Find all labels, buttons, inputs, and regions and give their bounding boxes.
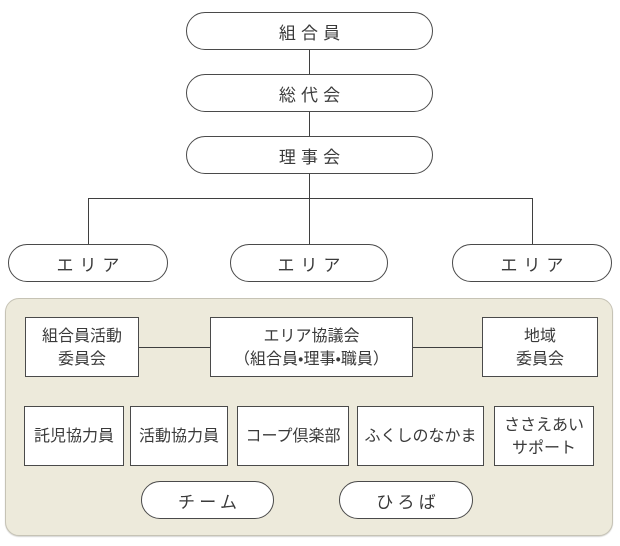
- node-label-line: 組合員活動: [41, 325, 122, 345]
- connector-vertical: [88, 198, 89, 244]
- connector-horizontal: [88, 198, 533, 199]
- node-area-2: エリア: [230, 244, 388, 282]
- node-label-line: 託児協力員: [33, 426, 114, 446]
- node-label-line: 活動協力員: [138, 426, 219, 446]
- node-union-members: 組合員: [186, 12, 433, 50]
- node-area-1: エリア: [8, 244, 168, 282]
- node-label: エリア: [277, 255, 347, 276]
- node-hiroba: ひろば: [339, 481, 473, 519]
- node-label-line: エリア協議会: [263, 325, 360, 345]
- node-regional-committee: 地域 委員会: [482, 317, 598, 377]
- node-label-line: コープ倶楽部: [245, 426, 341, 446]
- node-childcare-helpers: 託児協力員: [24, 406, 124, 466]
- node-label-line: 委員会: [515, 349, 564, 368]
- node-label: チーム: [178, 492, 242, 513]
- node-board-of-directors: 理事会: [186, 136, 433, 174]
- node-label: ひろば: [376, 492, 440, 513]
- node-label-line: サポート: [511, 438, 576, 457]
- node-activity-helpers: 活動協力員: [130, 406, 228, 466]
- node-member-activity-committee: 組合員活動 委員会: [25, 317, 139, 377]
- node-label-line: ささえあい: [503, 414, 584, 434]
- node-label-line: 委員会: [57, 349, 106, 368]
- node-label: エリア: [500, 255, 570, 276]
- node-sasaeai-support: ささえあい サポート: [494, 406, 594, 466]
- area-organization-panel: 組合員活動 委員会 エリア協議会 （組合員・理事・職員） 地域 委員会 託児協力…: [5, 298, 613, 536]
- node-team: チーム: [141, 481, 274, 519]
- node-general-assembly: 総代会: [186, 74, 433, 112]
- node-label: 組合員: [278, 23, 346, 44]
- connector-vertical: [532, 198, 533, 244]
- node-label-line: （組合員・理事・職員）: [234, 349, 389, 368]
- node-area-3: エリア: [452, 244, 612, 282]
- node-area-council: エリア協議会 （組合員・理事・職員）: [210, 317, 413, 377]
- connector-horizontal: [413, 347, 482, 348]
- node-label: 総代会: [278, 85, 346, 106]
- connector-vertical: [309, 174, 310, 198]
- node-label: エリア: [56, 255, 126, 276]
- connector-vertical: [309, 50, 310, 74]
- node-label-line: 地域: [523, 325, 556, 345]
- connector-vertical: [309, 112, 310, 136]
- node-label-line: ふくしのなかま: [364, 426, 477, 446]
- node-label: 理事会: [278, 147, 346, 168]
- node-coop-club: コープ倶楽部: [237, 406, 349, 466]
- connector-vertical: [309, 198, 310, 244]
- node-fukushi-no-nakama: ふくしのなかま: [357, 406, 484, 466]
- connector-horizontal: [139, 347, 210, 348]
